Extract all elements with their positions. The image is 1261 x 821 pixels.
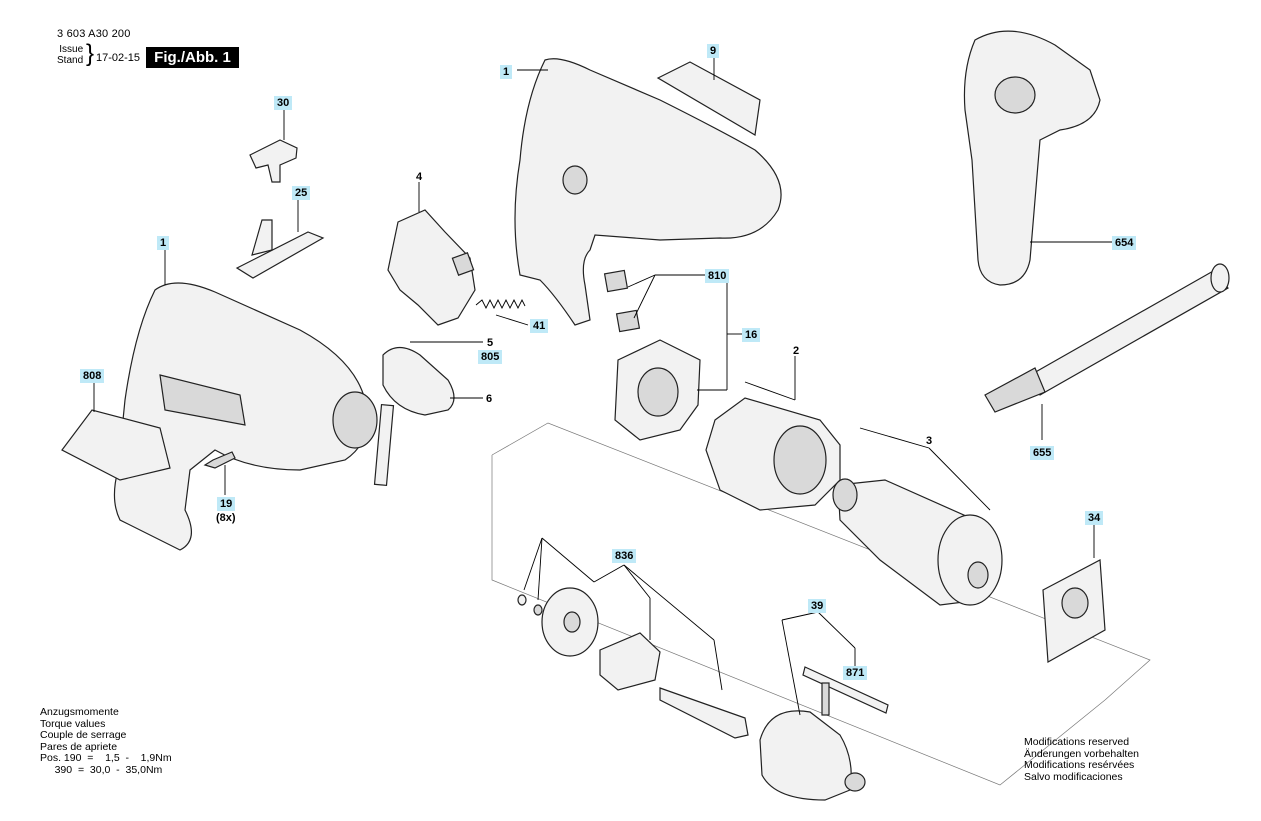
callout-1-right: 1 bbox=[500, 65, 513, 79]
assembly-frame-top bbox=[491, 422, 1151, 701]
part-871-chuck-key bbox=[802, 666, 889, 716]
part-30-clip bbox=[249, 139, 298, 183]
document-number: 3 603 A30 200 bbox=[57, 28, 131, 40]
figure-label: Fig./Abb. 1 bbox=[146, 47, 239, 68]
part-6-cable-guard bbox=[373, 346, 455, 487]
torque-values: Anzugsmomente Torque values Couple de se… bbox=[40, 706, 172, 776]
callout-25: 25 bbox=[292, 186, 311, 200]
issue-labels: Issue Stand bbox=[57, 44, 83, 66]
part-2-stator bbox=[705, 397, 841, 511]
leader-lines bbox=[93, 56, 1112, 716]
part-654-aux-handle bbox=[963, 30, 1101, 286]
callout-836: 836 bbox=[612, 549, 637, 563]
callout-9: 9 bbox=[707, 44, 720, 58]
torque-line-pos390: 390 = 30,0 - 35,0Nm bbox=[40, 763, 163, 776]
callout-39: 39 bbox=[808, 599, 827, 613]
part-836-gear-set bbox=[517, 587, 749, 739]
stand-label: Stand bbox=[57, 55, 84, 66]
part-3-armature bbox=[832, 478, 1003, 606]
brace-glyph: } bbox=[86, 40, 95, 67]
modifications-note: Modifications reserved Änderungen vorbeh… bbox=[1024, 736, 1140, 783]
issue-date: 17-02-15 bbox=[96, 52, 141, 64]
torque-line-en: Torque values bbox=[40, 717, 106, 730]
part-39-chuck bbox=[759, 710, 866, 801]
callout-6: 6 bbox=[486, 393, 493, 405]
torque-line-pos190: Pos. 190 = 1,5 - 1,9Nm bbox=[40, 752, 172, 764]
callout-8x: (8x) bbox=[216, 512, 236, 524]
callout-5: 5 bbox=[487, 337, 494, 349]
torque-line-de: Anzugsmomente bbox=[40, 706, 119, 718]
torque-line-fr: Couple de serrage bbox=[40, 729, 127, 741]
part-41-spring bbox=[475, 298, 526, 310]
callout-654: 654 bbox=[1112, 236, 1137, 250]
modifications-es: Salvo modificaciones bbox=[1024, 770, 1123, 783]
callout-30: 30 bbox=[274, 96, 293, 110]
part-9-label-plate bbox=[656, 61, 761, 136]
part-808-label bbox=[61, 409, 171, 481]
callout-655: 655 bbox=[1030, 446, 1055, 460]
part-34-baffle bbox=[1042, 559, 1106, 663]
torque-line-es: Pares de apriete bbox=[40, 740, 118, 753]
callout-3: 3 bbox=[926, 435, 933, 447]
callout-808: 808 bbox=[80, 369, 105, 383]
modifications-fr: Modifications resérvées bbox=[1024, 759, 1135, 771]
callout-41: 41 bbox=[530, 319, 549, 333]
part-4-switch bbox=[387, 209, 476, 326]
part-19-screw bbox=[203, 451, 236, 469]
callout-16: 16 bbox=[742, 328, 761, 342]
part-25-slider bbox=[235, 219, 325, 279]
callout-2: 2 bbox=[793, 345, 800, 357]
callout-805: 805 bbox=[478, 350, 503, 364]
assembly-frame-bottom bbox=[491, 455, 1106, 786]
callout-871: 871 bbox=[843, 666, 868, 680]
callout-19: 19 bbox=[217, 497, 236, 511]
issue-label: Issue bbox=[59, 44, 84, 55]
callout-1-left: 1 bbox=[157, 236, 170, 250]
modifications-de: Änderungen vorbehalten bbox=[1024, 747, 1140, 760]
callout-4: 4 bbox=[416, 171, 423, 183]
modifications-en: Modifications reserved bbox=[1024, 736, 1130, 748]
part-655-depth-rod bbox=[984, 263, 1230, 413]
callout-34: 34 bbox=[1085, 511, 1104, 525]
part-1-housing-left bbox=[113, 282, 378, 551]
part-1-housing-right bbox=[514, 58, 782, 326]
callout-810: 810 bbox=[705, 269, 730, 283]
part-810-carbon-brushes bbox=[603, 269, 641, 333]
part-16-brush-holder bbox=[614, 339, 701, 441]
